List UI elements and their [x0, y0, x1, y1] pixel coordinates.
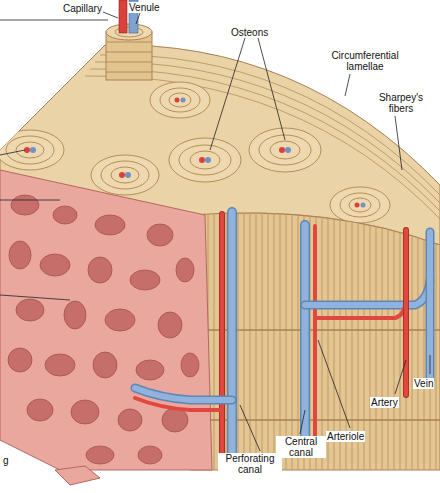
part-label: Capillary — [62, 3, 103, 14]
blood-vessels — [135, 212, 430, 470]
part-label: g — [2, 455, 10, 466]
part-label: Osteons — [230, 27, 269, 38]
spongy-bone — [0, 170, 212, 485]
part-label: Sharpey's fibers — [370, 92, 432, 114]
part-label: Vein — [413, 378, 434, 389]
part-label: Perforating canal — [218, 453, 282, 475]
part-label: Central canal — [276, 436, 326, 458]
leader-lines — [0, 10, 430, 451]
part-label: Circumferential lamellae — [325, 50, 405, 72]
part-label: Venule — [128, 2, 161, 13]
part-label: Artery — [370, 397, 399, 408]
part-label: Arteriole — [326, 431, 365, 442]
